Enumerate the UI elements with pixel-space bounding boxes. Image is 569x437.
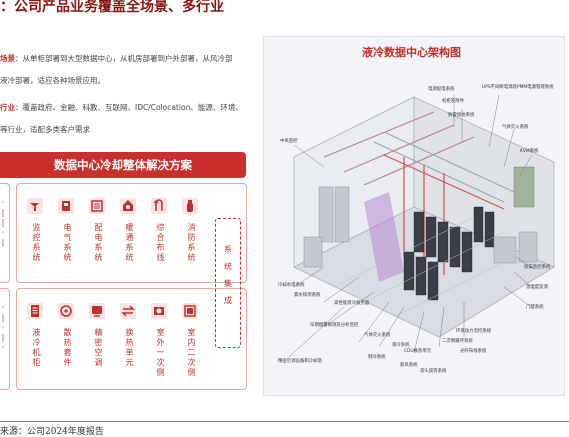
label-secondary-loop: 二次侧循环系统 [442, 339, 473, 344]
indoor-unit-icon [182, 303, 198, 319]
card-indoor-secondary-label: 室内二次侧 [187, 328, 196, 377]
card-integrated-cabling: 综合布线 [150, 197, 171, 263]
label-double-lock: 双头锁等系统 [420, 369, 447, 374]
bullet-scenario-cont: 液冷部署，适应各种场景应用。 [0, 76, 105, 85]
electrical-icon [58, 198, 74, 214]
card-outdoor-primary: 室外一次侧 [150, 302, 171, 378]
bullet-industry: 行业：覆盖政府、金融、科教、互联网、IDC/Colocation、能源、环境、 [0, 103, 243, 112]
liquid-cabinet-icon [27, 303, 43, 319]
label-cdu: CDU换热单元 [404, 349, 432, 354]
left-strip-top-text: ·||·| [1, 198, 5, 247]
label-leak-detection: 漏水探测系统 [294, 293, 321, 298]
hvac-icon [120, 198, 136, 214]
solution-banner: 数据中心冷却整体解决方案 [0, 152, 246, 178]
heat-kit-icon [58, 303, 74, 319]
bullet-industry-cont: 等行业，适配多类客户需求 [0, 125, 90, 134]
label-lightning-grounding: 防雷接地系统 [448, 113, 475, 118]
card-electrical-label: 电气系统 [63, 223, 72, 262]
card-monitoring-system: 监控系统 [26, 197, 47, 263]
label-refrigeration: 制冷系统 [368, 355, 386, 360]
label-fresh-air: 新风系统 [400, 363, 418, 368]
label-liquid-servers: 高性能液冷服务器 [334, 301, 370, 306]
label-security-monitoring: 保安监控系统 [524, 265, 551, 270]
label-cooling-tower: 冷却水塔系统 [278, 283, 305, 288]
card-power-distribution-label: 配电系统 [94, 223, 103, 262]
card-heat-exchanger-label: 换热单元 [125, 328, 134, 367]
card-liquid-cabinet-label: 液冷机柜 [32, 328, 41, 367]
cabling-icon [151, 198, 167, 214]
label-liquid-cooling: 液冷系统 [392, 343, 410, 348]
label-power-distribution: 电源配电系统 [428, 87, 455, 92]
precision-ac-icon [89, 303, 105, 319]
label-smoke-detection: 早期烟雾探测及分析监控 [310, 323, 359, 328]
footer-divider [0, 421, 569, 422]
left-strip-bottom: ·|·|· [0, 288, 10, 390]
label-temp-humidity: 温湿度监测 [526, 285, 548, 290]
source-note: 来源：公司2024年度报告 [0, 427, 104, 437]
card-heat-kit-label: 散热套件 [63, 328, 72, 367]
card-heat-kit: 散热套件 [57, 302, 78, 368]
power-distribution-icon [89, 198, 105, 214]
card-precision-ac-label: 精密空调 [94, 328, 103, 367]
card-outdoor-primary-label: 室外一次侧 [156, 328, 165, 377]
card-fire-protection: 消防系统 [181, 197, 202, 263]
label-precision-ac-tower: 精密空调设备和冷却塔 [278, 359, 322, 364]
label-ups-pmm: UPS不间断电源及PMM电源管理系统 [482, 85, 554, 90]
bullet-scenario: 场景：从单柜部署到大型数据中心，从机房部署到户外部署，从风冷部 [0, 54, 233, 63]
system-integration-label: 系统集成 [224, 245, 232, 305]
label-access-control: 门禁系统 [526, 305, 544, 310]
fire-icon [182, 198, 198, 214]
card-electrical-system: 电气系统 [57, 197, 78, 263]
card-cabling-label: 综合布线 [156, 223, 165, 262]
card-precision-ac: 精密空调 [88, 302, 109, 368]
label-env-power-monitoring: 环境动力监控系统 [456, 329, 492, 334]
left-strip-bottom-text: ·|·|· [1, 303, 5, 352]
data-center-illustration [288, 94, 555, 358]
card-liquid-cabinet: 液冷机柜 [26, 302, 47, 368]
card-monitoring-label: 监控系统 [32, 223, 41, 262]
label-fiber-cabling: 光纤布线系统 [460, 349, 487, 354]
diagram-title: 液冷数据中心架构图 [362, 46, 461, 59]
label-gas-fire-top: 气体灭火系统 [502, 125, 529, 130]
system-integration-box: 系统集成 [215, 218, 241, 348]
left-strip-top: ·||·| [0, 183, 10, 283]
label-central-monitoring: 中央监控 [280, 139, 298, 144]
label-kvm: KVM系统 [520, 149, 539, 154]
card-fire-label: 消防系统 [187, 223, 196, 262]
label-cabinet-accessories: 机柜及附件 [442, 99, 464, 104]
card-heat-exchanger: 换热单元 [119, 302, 140, 368]
card-power-distribution: 配电系统 [88, 197, 109, 263]
monitor-icon [27, 198, 43, 214]
outdoor-unit-icon [151, 303, 167, 319]
card-hvac-label: 暖通系统 [125, 223, 134, 262]
label-gas-fire-bottom: 气体灭火系统 [364, 333, 391, 338]
heat-exchanger-icon [120, 303, 136, 319]
architecture-diagram: 电源配电系统 机柜及附件 UPS不间断电源及PMM电源管理系统 中央监控 防雷接… [263, 36, 565, 396]
card-indoor-secondary: 室内二次侧 [181, 302, 202, 378]
page-title: ：公司产品业务覆盖全场景、多行业 [0, 0, 224, 15]
card-hvac-system: 暖通系统 [119, 197, 140, 263]
